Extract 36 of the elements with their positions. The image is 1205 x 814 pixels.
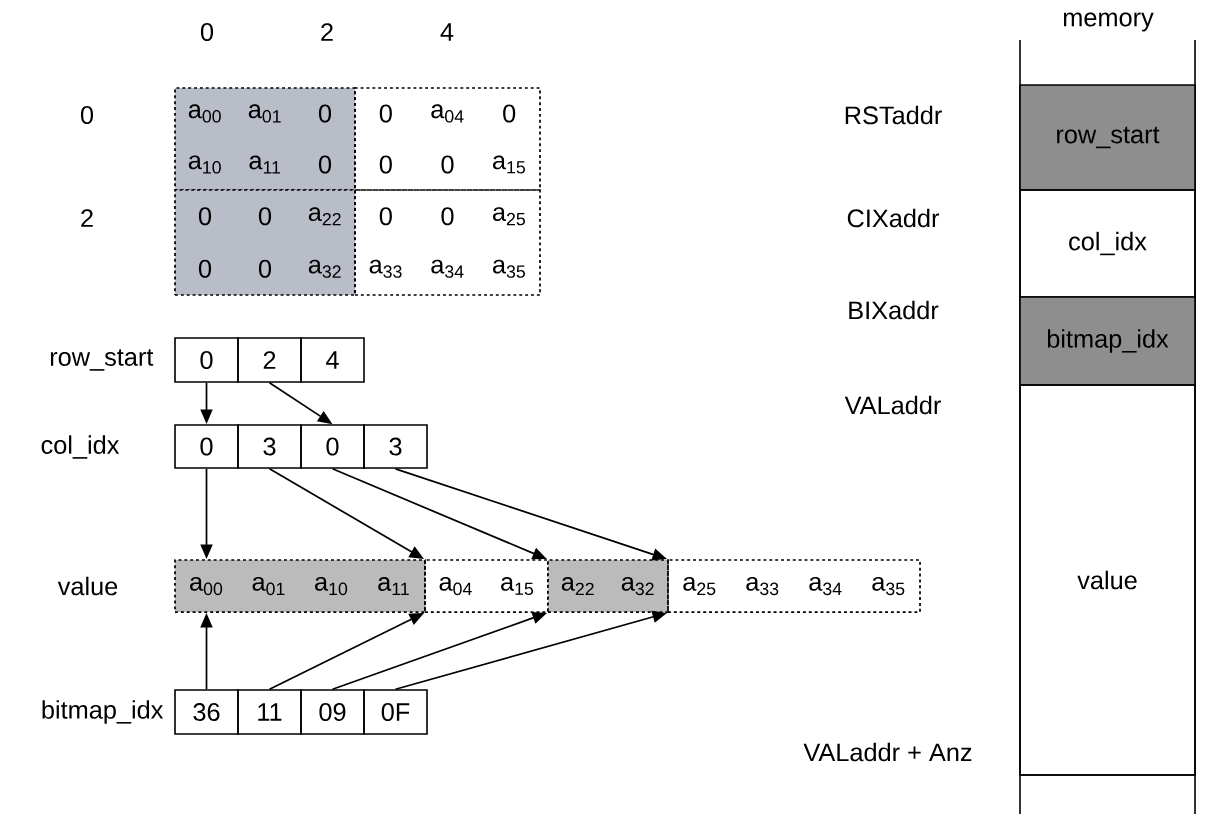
matrix-block: 0 0 a$_{22}$ 0 0 a$_{32}$ bbox=[174, 189, 356, 296]
value-block: a$_{25}$ a$_{33}$ a$_{34}$ a$_{35}$ bbox=[667, 559, 921, 613]
value-block: a$_{04}$ a$_{15}$ bbox=[424, 559, 549, 613]
array-cell: 09 bbox=[300, 689, 365, 735]
array-cell: 2 bbox=[237, 337, 302, 383]
memory-segment: bitmap_idx bbox=[1019, 296, 1196, 386]
row-index: 0 bbox=[80, 106, 94, 124]
array-cell: 0F bbox=[363, 689, 428, 735]
array-label: bitmap_idx bbox=[42, 700, 164, 724]
column-index: 4 bbox=[440, 23, 454, 41]
array-cell: 4 bbox=[300, 337, 365, 383]
array-label: col_idx bbox=[41, 435, 120, 459]
address-label: VALaddr + Anz bbox=[803, 742, 972, 762]
column-heading: memory bbox=[1063, 12, 1154, 32]
column-index: 0 bbox=[200, 23, 214, 41]
matrix-block: 0 a$_{04}$ 0 0 0 a$_{15}$ bbox=[354, 87, 541, 191]
row-index: 2 bbox=[81, 209, 93, 227]
address-label: BIXaddr bbox=[849, 300, 939, 320]
array-label: value bbox=[57, 576, 118, 596]
memory-segment: row_start bbox=[1019, 84, 1196, 191]
array-cell: 11 bbox=[237, 689, 302, 735]
array-cell: 0 bbox=[174, 337, 239, 383]
value-block: a$_{00}$ a$_{01}$ a$_{10}$ a$_{11}$ bbox=[174, 559, 426, 613]
matrix-block: 0 0 a$_{25}$ a$_{33}$ a$_{34}$ a$_{35}$ bbox=[354, 189, 541, 296]
column-index: 2 bbox=[321, 23, 333, 41]
memory-segment: value bbox=[1019, 384, 1196, 776]
array-cell: 0 bbox=[300, 424, 365, 469]
array-label: row_start bbox=[50, 349, 154, 371]
array-cell: 36 bbox=[174, 689, 239, 735]
address-label: RSTaddr bbox=[845, 105, 942, 125]
address-label: VALaddr bbox=[844, 395, 941, 415]
array-cell: 0 bbox=[174, 424, 239, 469]
array-cell: 3 bbox=[237, 424, 302, 469]
array-cell: 3 bbox=[363, 424, 428, 469]
address-label: CIXaddr bbox=[847, 208, 940, 228]
value-block: a$_{22}$ a$_{32}$ bbox=[547, 559, 669, 613]
